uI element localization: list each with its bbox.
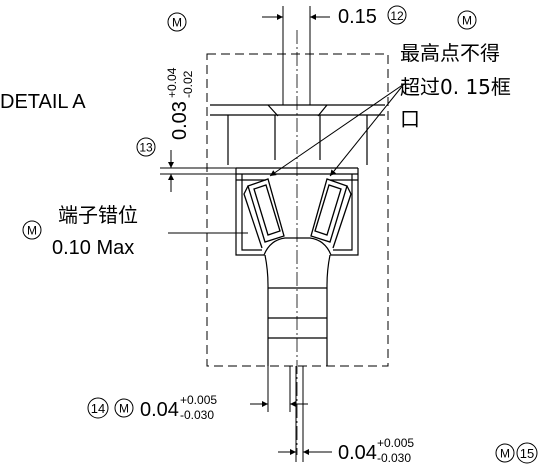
note-left-line2: 0.10 Max xyxy=(52,237,134,259)
note-top-right-line1: 最高点不得 xyxy=(400,41,500,65)
m-marker-bottom-right: M xyxy=(495,443,515,463)
svg-text:M: M xyxy=(172,16,182,30)
dim-vertical-0-03: 0.03 +0.04 -0.02 xyxy=(165,67,195,140)
dim-bottom-left-tol-minus: -0.030 xyxy=(180,408,214,422)
svg-text:15: 15 xyxy=(520,446,534,461)
ref-15-badge: 15 xyxy=(516,442,538,464)
dim-vertical-lines xyxy=(160,150,236,192)
svg-text:+0.04: +0.04 xyxy=(165,67,179,98)
dim-bottom-left-value: 0.04 xyxy=(140,399,179,421)
socket-cavity xyxy=(235,167,359,256)
dim-bottom-left-lines xyxy=(250,366,308,412)
ref-13-badge: 13 xyxy=(136,137,156,157)
svg-text:M: M xyxy=(119,402,129,416)
svg-text:13: 13 xyxy=(139,141,153,155)
m-marker-bottom-left: M xyxy=(114,398,134,418)
note-top-right-line2: 超过0. 15框 xyxy=(400,75,511,99)
note-top-right-line3: 口 xyxy=(400,107,420,131)
left-terminal xyxy=(243,178,285,249)
dim-bottom-right-tol-minus: -0.030 xyxy=(377,451,411,465)
svg-text:12: 12 xyxy=(390,9,404,23)
detail-boundary-box xyxy=(206,53,389,367)
svg-text:M: M xyxy=(27,224,37,238)
dim-bottom-right-lines xyxy=(278,366,332,462)
dim-bottom-left-tol-plus: +0.005 xyxy=(180,393,217,407)
dim-bottom-right-tol-plus: +0.005 xyxy=(377,436,414,450)
right-terminal xyxy=(310,178,352,249)
m-marker-top-right: M xyxy=(457,10,477,30)
svg-text:0.03: 0.03 xyxy=(169,101,191,140)
detail-title: DETAIL A xyxy=(0,91,86,113)
m-marker-left: M xyxy=(22,220,42,240)
leader-top-right xyxy=(269,83,405,177)
ref-14-badge: 14 xyxy=(87,397,109,419)
note-left-line1: 端子错位 xyxy=(58,203,138,227)
ref-12-badge: 12 xyxy=(387,5,407,25)
terminal-tail xyxy=(264,254,331,366)
svg-text:14: 14 xyxy=(91,401,105,416)
dim-top-value: 0.15 xyxy=(338,6,377,28)
m-marker-top-left: M xyxy=(167,12,187,32)
housing-top xyxy=(210,104,385,165)
svg-text:-0.02: -0.02 xyxy=(181,70,195,98)
svg-text:M: M xyxy=(462,14,472,28)
dim-top-0-15 xyxy=(262,6,330,105)
dim-bottom-right-value: 0.04 xyxy=(338,442,377,464)
svg-text:M: M xyxy=(500,447,510,461)
